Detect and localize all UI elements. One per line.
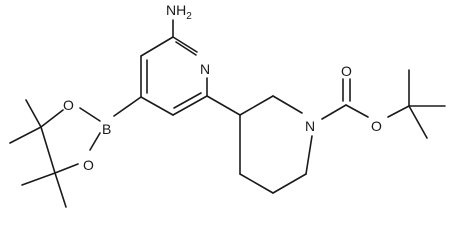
bond — [206, 95, 241, 116]
atom-labels: NH2 N B O O N O O — [63, 2, 382, 173]
bond — [140, 96, 174, 116]
carbonyl-oxygen-label: O — [341, 63, 352, 79]
pyridine-nitrogen-label: N — [200, 61, 210, 77]
bond — [239, 173, 274, 194]
bond — [305, 135, 313, 175]
bond — [321, 104, 347, 120]
bond — [272, 173, 307, 194]
bond — [9, 126, 42, 144]
chemical-structure: NH2 N B O O N O O — [9, 2, 446, 208]
bond — [140, 36, 174, 57]
bond-double-inner — [175, 41, 197, 56]
bond — [387, 105, 410, 118]
bond — [239, 95, 274, 116]
bonds — [9, 19, 446, 208]
bond — [172, 95, 208, 116]
bond — [172, 36, 198, 53]
ether-oxygen-label: O — [371, 118, 382, 134]
bond — [54, 172, 67, 208]
bond — [113, 96, 142, 117]
bond — [89, 132, 101, 151]
bond — [25, 99, 42, 128]
bond — [21, 172, 56, 186]
bond-double-inner — [173, 92, 202, 109]
bond — [79, 107, 101, 122]
boron-label: B — [102, 121, 111, 137]
bond — [54, 163, 79, 174]
bond — [40, 109, 64, 128]
boronate-oxygen-upper-label: O — [63, 97, 74, 113]
bond — [408, 105, 428, 139]
bond — [345, 104, 369, 118]
bond — [272, 95, 303, 114]
piperidine-nitrogen-label: N — [305, 118, 315, 134]
amine-label: NH2 — [166, 2, 192, 22]
boronate-oxygen-lower-label: O — [83, 157, 94, 173]
bond — [40, 126, 56, 174]
